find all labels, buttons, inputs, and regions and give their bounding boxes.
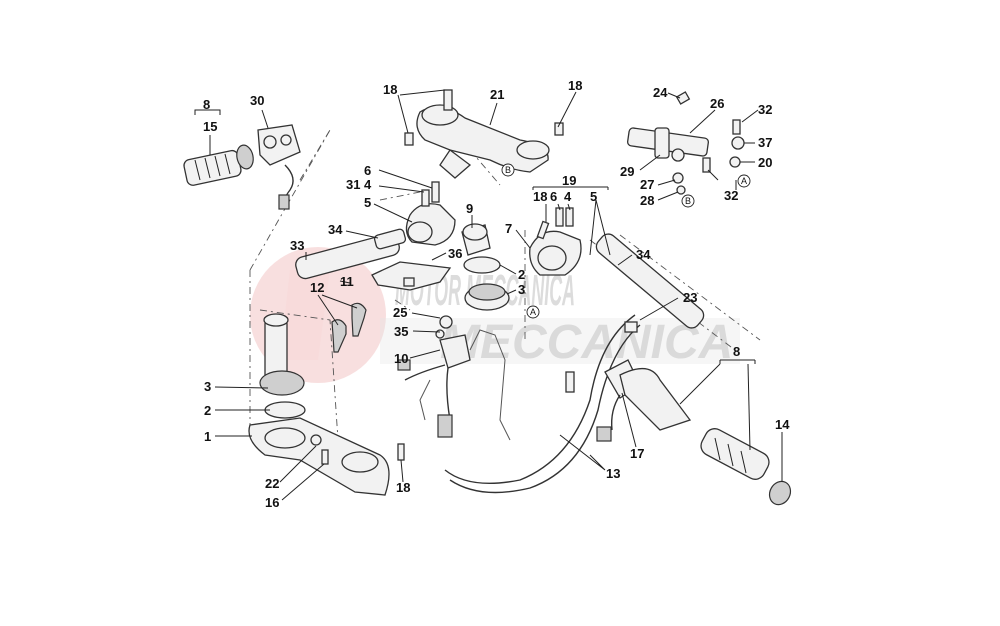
steering-damper bbox=[627, 91, 745, 195]
label-18-top-right: 18 bbox=[568, 78, 582, 93]
label-11: 11 bbox=[340, 274, 354, 289]
label-18-bottom: 18 bbox=[396, 480, 410, 495]
label-34-right: 34 bbox=[636, 247, 651, 262]
left-clamp bbox=[405, 181, 456, 246]
marker-a-center: A bbox=[530, 307, 536, 317]
label-3-left: 3 bbox=[204, 379, 211, 394]
label-4-left: 4 bbox=[364, 177, 372, 192]
label-2-center: 2 bbox=[518, 267, 525, 282]
ignition-lock bbox=[461, 223, 510, 311]
throttle-cables bbox=[444, 314, 641, 494]
label-37: 37 bbox=[758, 135, 772, 150]
label-31: 31 bbox=[346, 177, 360, 192]
marker-b-top: B bbox=[505, 165, 511, 175]
label-16: 16 bbox=[265, 495, 279, 510]
center-harness bbox=[397, 315, 511, 441]
label-21: 21 bbox=[490, 87, 504, 102]
label-12: 12 bbox=[310, 280, 324, 295]
label-8-left: 8 bbox=[203, 97, 210, 112]
steering-stem bbox=[248, 313, 405, 496]
marker-b-right: B bbox=[685, 196, 691, 206]
label-14: 14 bbox=[775, 417, 790, 432]
label-30: 30 bbox=[250, 93, 264, 108]
label-22: 22 bbox=[265, 476, 279, 491]
reference-markers: B A B A bbox=[501, 163, 751, 319]
bracket bbox=[371, 261, 452, 291]
right-handlebar-tube bbox=[595, 233, 705, 329]
label-25: 25 bbox=[393, 305, 407, 320]
label-29: 29 bbox=[620, 164, 634, 179]
label-6-left: 6 bbox=[364, 163, 371, 178]
right-clamp bbox=[529, 207, 582, 276]
label-36: 36 bbox=[448, 246, 462, 261]
label-13: 13 bbox=[606, 466, 620, 481]
label-27: 27 bbox=[640, 177, 654, 192]
label-5-left: 5 bbox=[364, 195, 371, 210]
label-6-right: 6 bbox=[550, 189, 557, 204]
label-15: 15 bbox=[203, 119, 217, 134]
label-19: 19 bbox=[562, 173, 576, 188]
label-8-right: 8 bbox=[733, 344, 740, 359]
keys bbox=[331, 302, 367, 353]
label-28: 28 bbox=[640, 193, 654, 208]
label-2-left: 2 bbox=[204, 403, 211, 418]
label-24: 24 bbox=[653, 85, 668, 100]
label-10: 10 bbox=[394, 351, 408, 366]
label-5-right: 5 bbox=[590, 189, 597, 204]
right-grip bbox=[700, 428, 792, 506]
part-labels: 8 15 30 18 21 18 24 26 32 37 20 29 27 28… bbox=[203, 78, 790, 510]
label-32-top: 32 bbox=[758, 102, 772, 117]
label-33: 33 bbox=[290, 238, 304, 253]
label-17: 17 bbox=[630, 446, 644, 461]
right-switch bbox=[596, 359, 692, 442]
leader-lines bbox=[194, 89, 783, 501]
label-18-mid: 18 bbox=[533, 189, 547, 204]
left-switch bbox=[257, 124, 301, 210]
label-3-center: 3 bbox=[518, 282, 525, 297]
label-9: 9 bbox=[466, 201, 473, 216]
label-1: 1 bbox=[204, 429, 211, 444]
marker-a-right: A bbox=[741, 176, 747, 186]
label-34-left: 34 bbox=[328, 222, 343, 237]
label-26: 26 bbox=[710, 96, 724, 111]
label-32-bottom: 32 bbox=[724, 188, 738, 203]
upper-triple-clamp bbox=[404, 89, 564, 179]
label-23: 23 bbox=[683, 290, 697, 305]
label-4-right: 4 bbox=[564, 189, 572, 204]
left-handlebar-tube bbox=[295, 228, 407, 280]
label-35: 35 bbox=[394, 324, 408, 339]
label-18-top-left: 18 bbox=[383, 82, 397, 97]
left-grip bbox=[183, 144, 254, 186]
label-20: 20 bbox=[758, 155, 772, 170]
label-7: 7 bbox=[505, 221, 512, 236]
